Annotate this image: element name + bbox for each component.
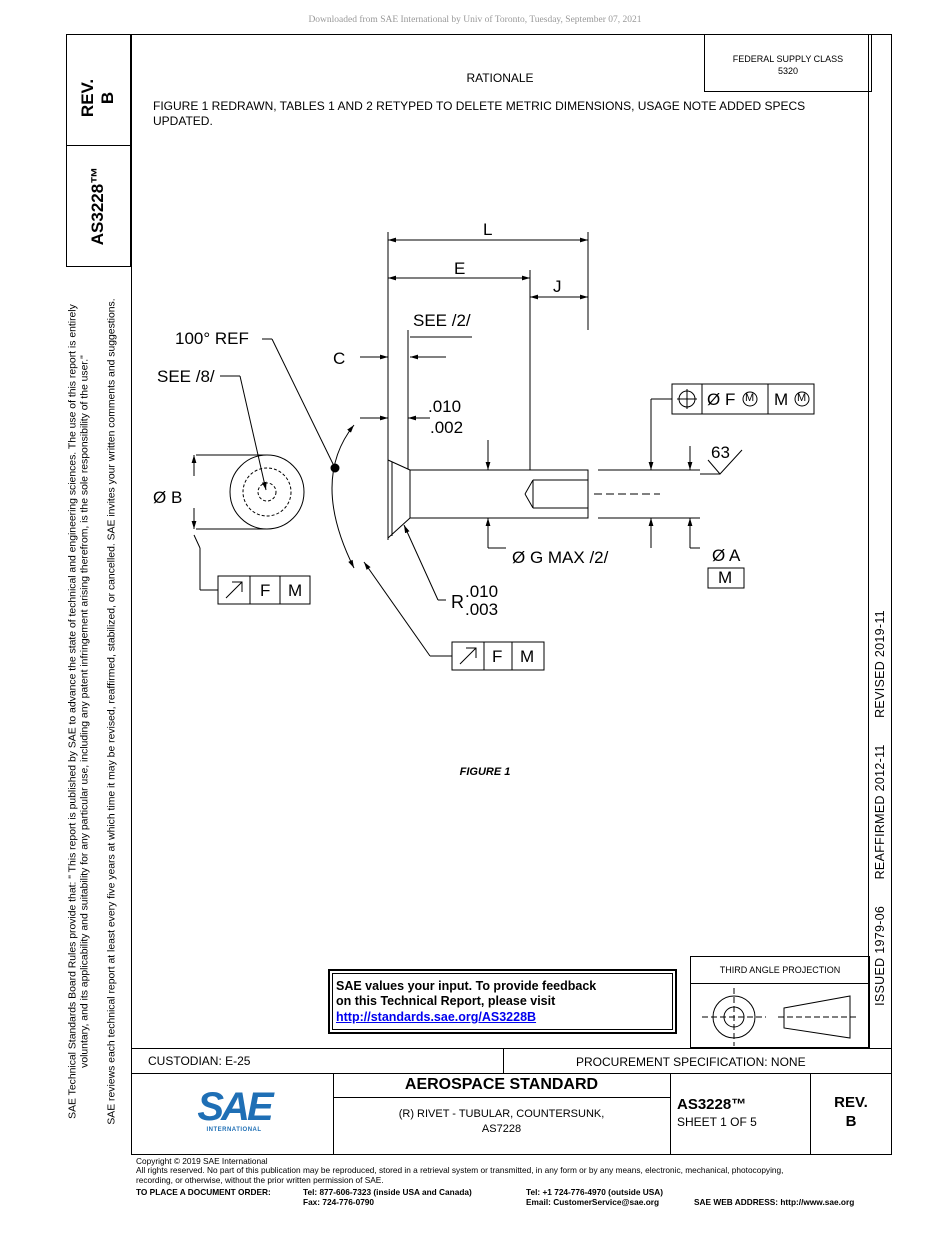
dim-dia-g: Ø G MAX /2/ bbox=[512, 548, 609, 567]
dim-a-modifier: M bbox=[718, 568, 733, 587]
rights-line1: All rights reserved. No part of this pub… bbox=[136, 1165, 784, 1175]
dim-j: J bbox=[553, 277, 562, 296]
dim-l: L bbox=[483, 220, 493, 239]
fcf-top-m1: M bbox=[745, 392, 755, 404]
web-address: SAE WEB ADDRESS: http://www.sae.org bbox=[694, 1197, 855, 1207]
dim-dia-a: Ø A bbox=[712, 546, 741, 565]
figure-caption: FIGURE 1 bbox=[459, 766, 511, 778]
radius-lower: .003 bbox=[465, 600, 499, 619]
right-strip-divider bbox=[868, 34, 869, 1048]
order-tel-outside: Tel: +1 724-776-4970 (outside USA) bbox=[526, 1187, 664, 1197]
surface-finish: 63 bbox=[711, 443, 730, 462]
title-rev-value: B bbox=[845, 1113, 857, 1130]
sae-logo-mark: SAE bbox=[197, 1085, 273, 1129]
note-see-8: SEE /8/ bbox=[157, 367, 215, 386]
note-see-2: SEE /2/ bbox=[413, 311, 471, 330]
radius-upper: .010 bbox=[465, 582, 499, 601]
order-fax: Fax: 724-776-0790 bbox=[303, 1197, 375, 1207]
title-rev-label: REV. bbox=[834, 1094, 868, 1111]
download-notice: Downloaded from SAE International by Uni… bbox=[308, 15, 642, 25]
fcf-top-m3: M bbox=[797, 392, 807, 404]
copyright: Copyright © 2019 SAE International bbox=[136, 1156, 268, 1166]
rationale-text: FIGURE 1 REDRAWN, TABLES 1 AND 2 RETYPED… bbox=[153, 99, 806, 128]
fcf-bottom-modifier: M bbox=[520, 647, 535, 666]
dim-e: E bbox=[454, 259, 466, 278]
fcf-bottom-datum: F bbox=[492, 647, 503, 666]
title-doc-number: AS3228™ bbox=[677, 1096, 747, 1113]
feedback-line1: SAE values your input. To provide feedba… bbox=[336, 979, 597, 993]
feedback-link[interactable]: http://standards.sae.org/AS3228B bbox=[336, 1010, 537, 1024]
projection-symbol bbox=[702, 988, 856, 1046]
figure-1-drawing bbox=[191, 232, 815, 671]
doc-title-line2: AS7228 bbox=[481, 1123, 522, 1135]
tol-upper: .010 bbox=[428, 397, 462, 416]
procurement-spec: PROCUREMENT SPECIFICATION: NONE bbox=[576, 1055, 806, 1069]
federal-supply-value: 5320 bbox=[777, 66, 799, 76]
note-100-ref: 100° REF bbox=[175, 329, 249, 348]
feedback-box bbox=[328, 969, 677, 1034]
dim-dia-b: Ø B bbox=[153, 488, 183, 507]
radius-label: R bbox=[451, 592, 464, 612]
tol-lower: .002 bbox=[430, 418, 464, 437]
order-label: TO PLACE A DOCUMENT ORDER: bbox=[136, 1187, 271, 1197]
doc-type-heading: AEROSPACE STANDARD bbox=[404, 1076, 599, 1093]
custodian: CUSTODIAN: E-25 bbox=[148, 1054, 251, 1068]
sae-logo-sub: INTERNATIONAL bbox=[206, 1127, 262, 1133]
dim-c: C bbox=[333, 349, 346, 368]
fcf-left-modifier: M bbox=[288, 581, 303, 600]
fcf-left-datum: F bbox=[260, 581, 271, 600]
title-block bbox=[131, 1073, 892, 1155]
order-tel-us: Tel: 877-606-7323 (inside USA and Canada… bbox=[303, 1187, 472, 1197]
federal-supply-label: FEDERAL SUPPLY CLASS bbox=[732, 54, 844, 64]
fcf-top-dia: Ø F bbox=[707, 390, 736, 409]
order-email: Email: CustomerService@sae.org bbox=[526, 1197, 660, 1207]
projection-label: THIRD ANGLE PROJECTION bbox=[719, 965, 841, 975]
rights-line2: recording, or otherwise, without the pri… bbox=[136, 1175, 384, 1185]
sae-logo: SAE INTERNATIONAL bbox=[196, 1085, 273, 1133]
sheet-number: SHEET 1 OF 5 bbox=[677, 1115, 757, 1129]
left-doc-box bbox=[66, 145, 131, 267]
feedback-line2: on this Technical Report, please visit bbox=[336, 994, 556, 1008]
doc-title-line1: (R) RIVET - TUBULAR, COUNTERSUNK, bbox=[398, 1108, 605, 1120]
projection-box bbox=[690, 956, 870, 1048]
fcf-top-m2: M bbox=[774, 390, 789, 409]
federal-supply-box bbox=[704, 34, 872, 92]
rationale-heading: RATIONALE bbox=[466, 71, 534, 85]
